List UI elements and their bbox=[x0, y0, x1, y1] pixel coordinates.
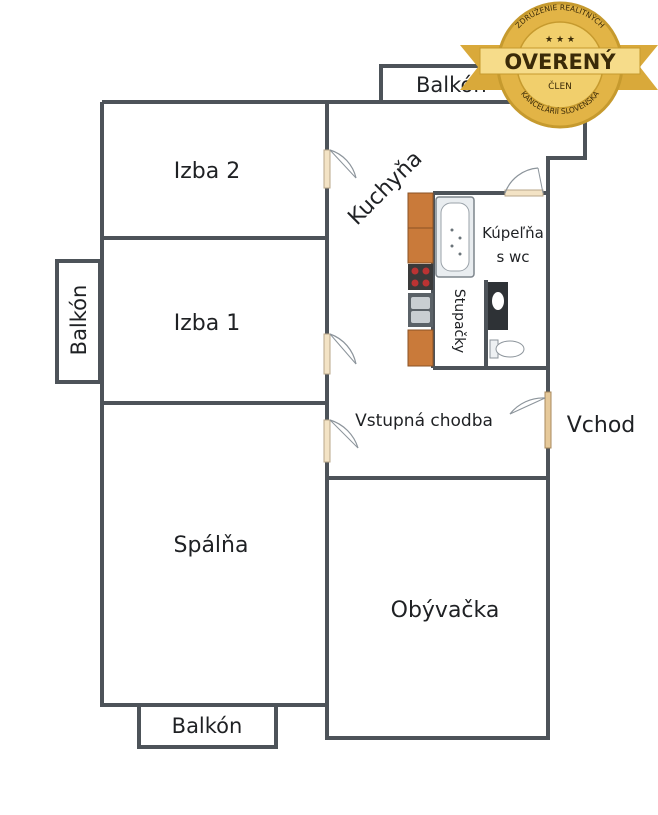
room-label-izba1: Izba 1 bbox=[174, 311, 240, 336]
balcony-bottom: Balkón bbox=[137, 703, 278, 749]
doors bbox=[323, 149, 552, 463]
sink-icon bbox=[408, 293, 433, 327]
verified-member-badge: ★ ★ ★ OVERENÝ ČLEN ZDRUŽENIE REALITNÝCH … bbox=[460, 1, 658, 129]
room-label-stupacky: Stupačky bbox=[451, 289, 467, 353]
door-spalna bbox=[323, 419, 359, 463]
badge-subtitle: ČLEN bbox=[548, 80, 572, 92]
balcony-bottom-label: Balkón bbox=[172, 714, 243, 738]
walls bbox=[100, 100, 587, 740]
toilet-icon bbox=[489, 339, 525, 359]
stove-icon bbox=[408, 264, 433, 290]
room-label-chodba: Vstupná chodba bbox=[355, 411, 493, 431]
room-label-izba2: Izba 2 bbox=[174, 159, 240, 184]
washbasin-icon bbox=[488, 282, 508, 330]
room-label-kupelna-sub: s wc bbox=[496, 248, 529, 266]
room-label-spalna: Spálňa bbox=[174, 533, 249, 558]
door-kupelna bbox=[504, 167, 544, 197]
entrance-label: Vchod bbox=[567, 413, 636, 438]
room-label-obyvacka: Obývačka bbox=[391, 598, 500, 623]
bathtub-icon bbox=[435, 196, 475, 278]
door-izba1 bbox=[323, 333, 357, 375]
badge-title: OVERENÝ bbox=[504, 49, 616, 74]
door-entrance bbox=[509, 391, 552, 449]
balcony-left-label: Balkón bbox=[67, 285, 91, 356]
door-izba2 bbox=[323, 149, 357, 189]
balcony-left: Balkón bbox=[55, 259, 102, 384]
kitchen-unit bbox=[407, 192, 434, 367]
svg-text:★ ★ ★: ★ ★ ★ bbox=[545, 35, 575, 45]
star-icon: ★ ★ ★ bbox=[545, 35, 575, 45]
room-label-kupelna: Kúpeľňa bbox=[482, 224, 544, 242]
